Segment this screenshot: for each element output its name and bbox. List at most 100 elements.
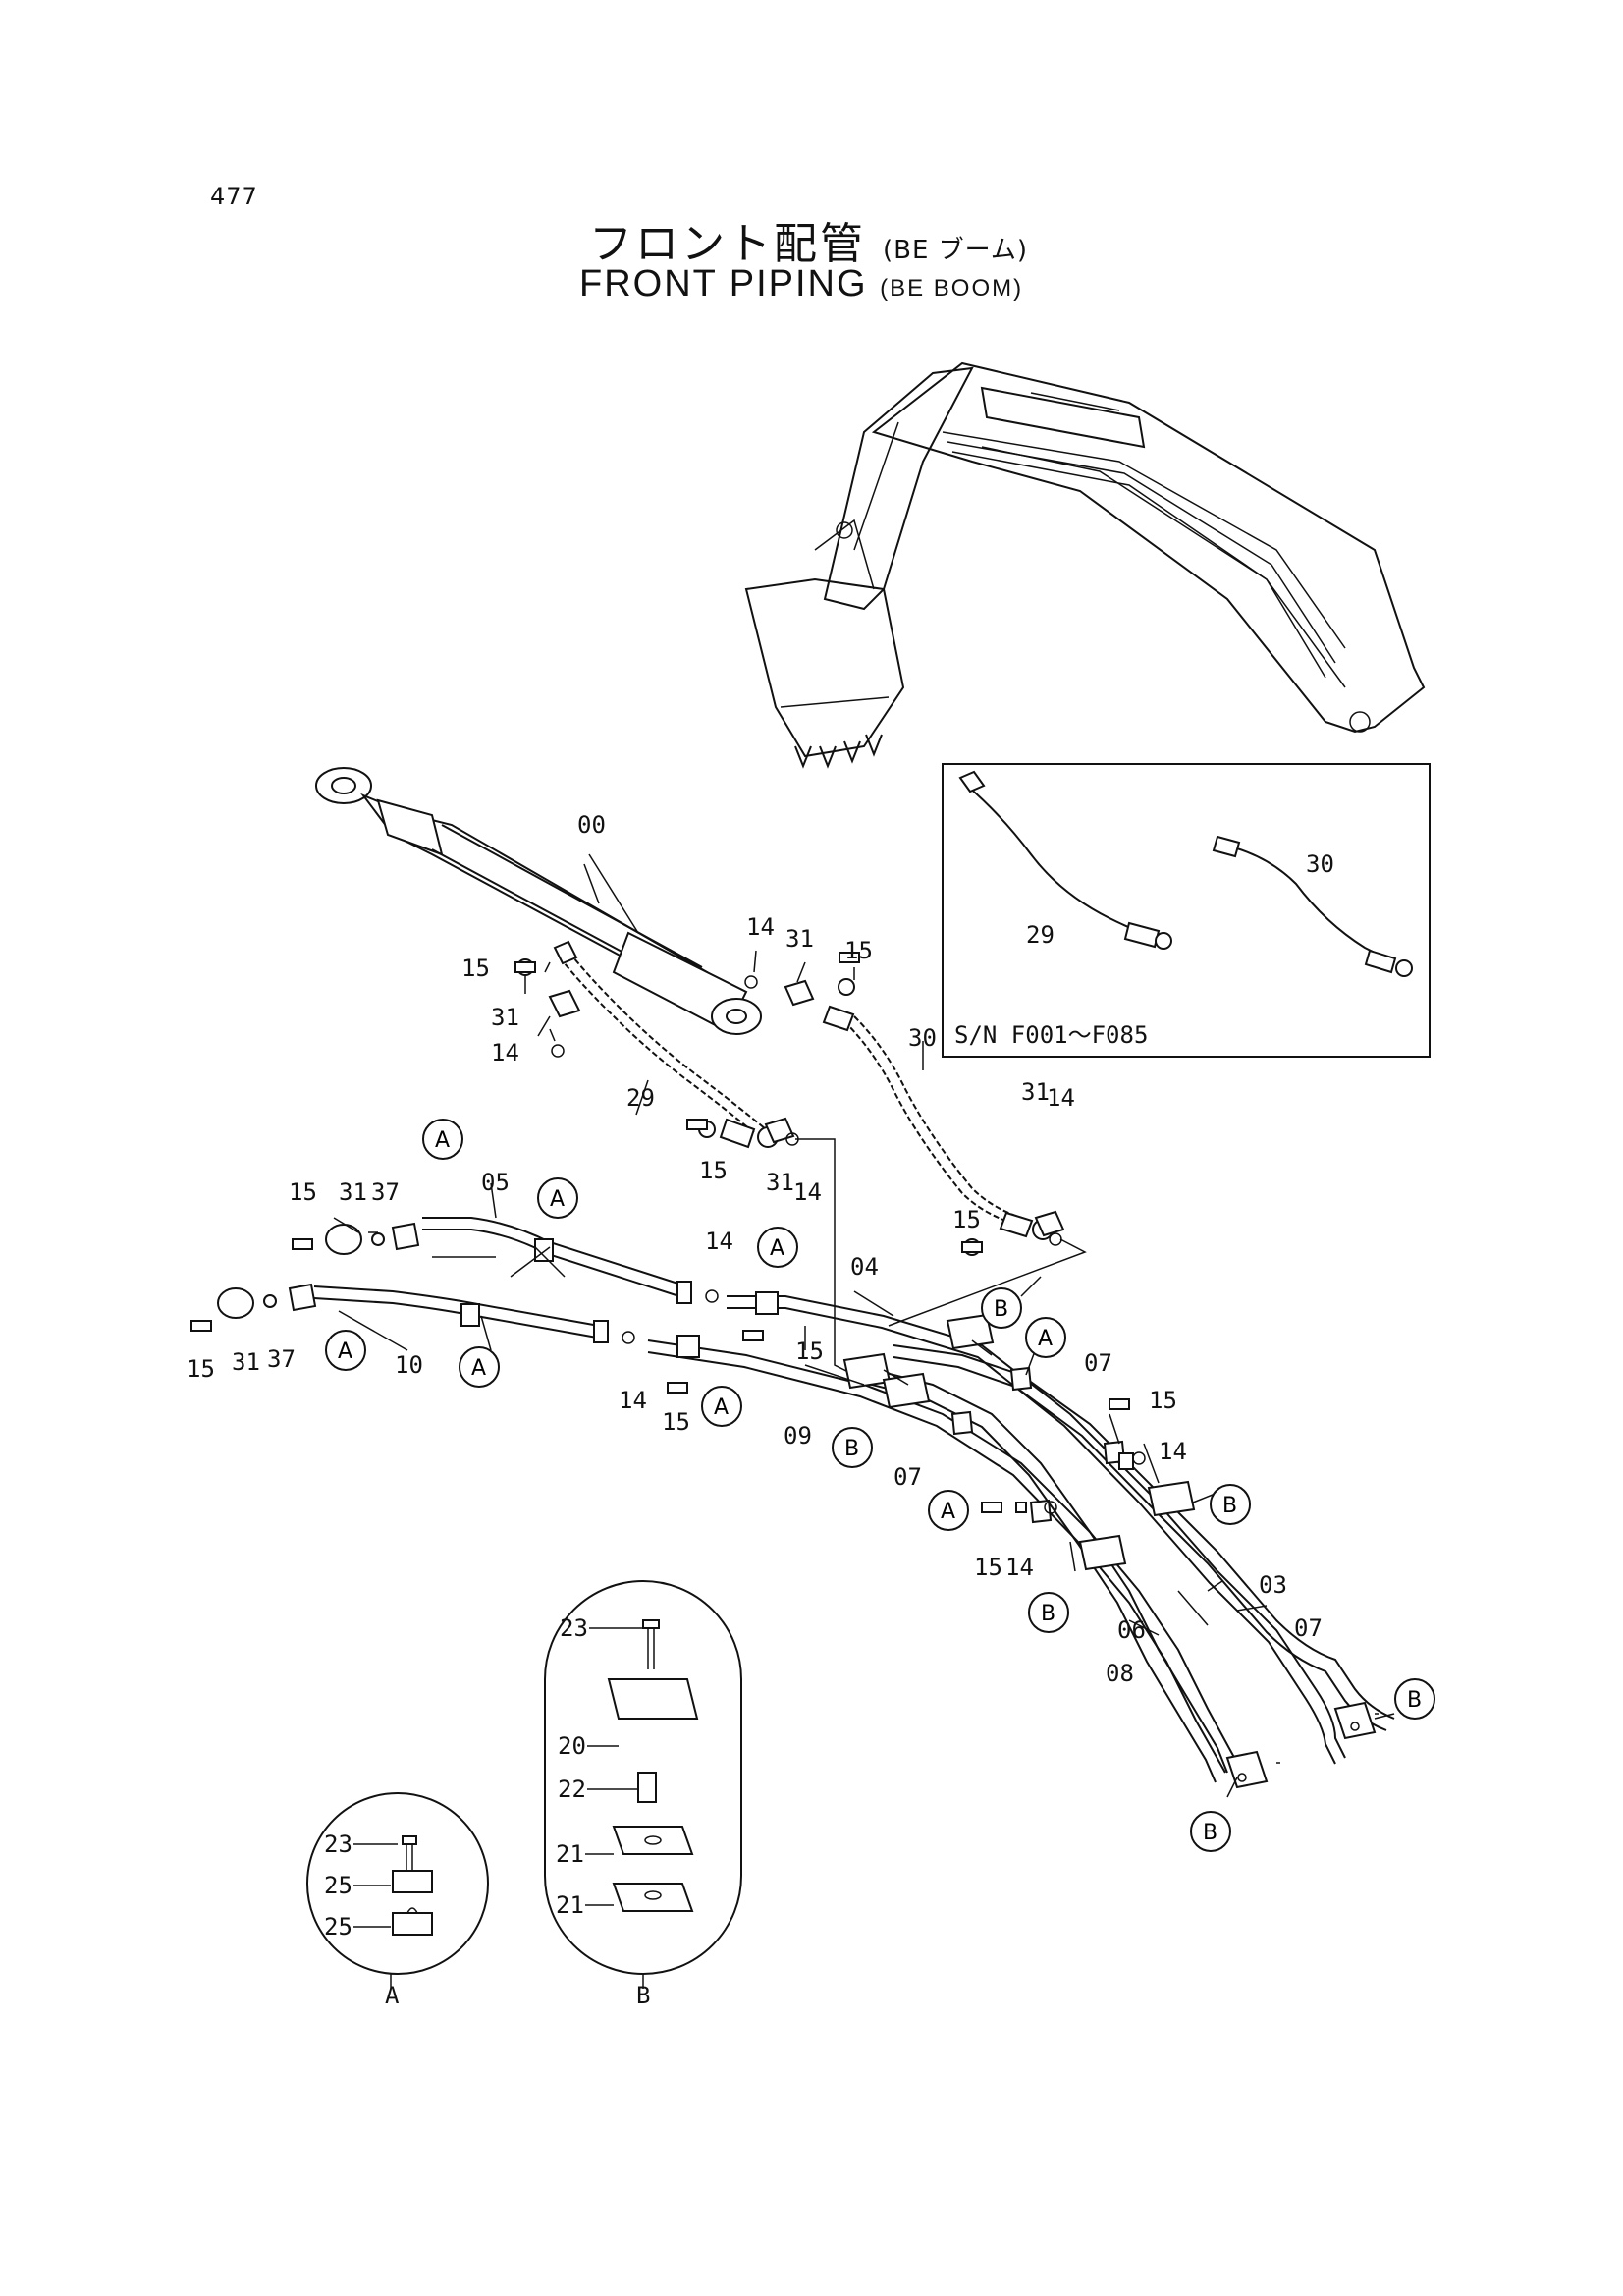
svg-text:A: A (338, 1339, 352, 1364)
callout-b: B (1190, 1811, 1231, 1852)
svg-text:A: A (435, 1128, 450, 1153)
label-15-d: 15 (952, 1206, 981, 1233)
hose-29 (553, 940, 779, 1149)
label-29: 29 (626, 1084, 655, 1112)
excavator-front-illustration (744, 361, 1426, 769)
title-english-main: FRONT PIPING (579, 263, 868, 304)
svg-text:B: B (1203, 1821, 1217, 1845)
callouts: A A A A A A A A B B B B B B (325, 1119, 1435, 1852)
label-15-i: 15 (1149, 1387, 1177, 1414)
page-number: 477 (210, 183, 258, 210)
label-30-inset: 30 (1306, 850, 1334, 878)
callout-a: A (459, 1346, 500, 1388)
label-14-a: 14 (746, 913, 775, 941)
label-07-a: 07 (1084, 1349, 1112, 1377)
svg-text:A: A (714, 1395, 729, 1420)
label-07-c: 07 (1294, 1614, 1323, 1642)
label-06: 06 (1117, 1616, 1146, 1644)
callout-b: B (1028, 1592, 1069, 1633)
label-14-d: 14 (1047, 1084, 1075, 1112)
callout-b: B (981, 1287, 1022, 1329)
svg-text:A: A (770, 1236, 784, 1261)
label-14-g: 14 (1159, 1438, 1187, 1465)
callout-b: B (1394, 1678, 1435, 1720)
title-japanese: フロント配管 (BE ブーム) (589, 208, 1028, 271)
leader-lines (333, 853, 1395, 1798)
pipe-assemblies (217, 1217, 1395, 1789)
title-english-sub: (BE BOOM) (880, 275, 1024, 301)
label-15-a: 15 (844, 937, 873, 964)
label-15-f: 15 (795, 1338, 824, 1365)
label-08: 08 (1106, 1660, 1134, 1687)
title-japanese-main: フロント配管 (589, 219, 866, 269)
label-10: 10 (395, 1351, 423, 1379)
svg-text:A: A (550, 1187, 565, 1212)
label-a-25-lower: 25 (324, 1913, 352, 1941)
detail-b-label: B (636, 1982, 650, 2009)
label-14-c: 14 (793, 1178, 822, 1206)
title-english: FRONT PIPING (BE BOOM) (579, 263, 1023, 305)
callout-a: A (701, 1386, 742, 1427)
label-29-inset: 29 (1026, 921, 1055, 949)
label-14-b: 14 (491, 1039, 519, 1066)
label-04: 04 (850, 1253, 879, 1281)
label-31-b: 31 (491, 1004, 519, 1031)
callout-a: A (422, 1119, 463, 1160)
label-31-c: 31 (766, 1169, 794, 1196)
inset-box: 29 30 S/N F001〜F085 (942, 763, 1431, 1058)
label-31-a: 31 (785, 925, 814, 953)
svg-text:B: B (1041, 1602, 1055, 1626)
label-00: 00 (577, 811, 606, 839)
label-31-d: 31 (1021, 1078, 1050, 1106)
label-31-e: 31 (339, 1178, 367, 1206)
label-b-20: 20 (558, 1732, 586, 1760)
detail-a: 23 25 25 A (306, 1792, 489, 2009)
hose-30 (822, 1005, 1054, 1240)
label-14-e: 14 (705, 1228, 733, 1255)
label-37-a: 37 (371, 1178, 400, 1206)
label-03: 03 (1259, 1571, 1287, 1599)
label-15-b: 15 (461, 955, 490, 982)
callout-a: A (325, 1330, 366, 1371)
svg-text:A: A (941, 1500, 955, 1524)
svg-text:B: B (1222, 1494, 1237, 1518)
svg-text:B: B (1407, 1688, 1422, 1713)
label-05: 05 (481, 1169, 510, 1196)
bolts (190, 952, 1130, 1513)
label-15-e: 15 (289, 1178, 317, 1206)
svg-text:B: B (994, 1297, 1008, 1322)
label-37-b: 37 (267, 1345, 296, 1373)
label-07-b: 07 (893, 1463, 922, 1491)
callout-a: A (1025, 1317, 1066, 1358)
label-b-21-lower: 21 (556, 1891, 584, 1919)
label-15-h: 15 (662, 1408, 690, 1436)
inset-serial-range: S/N F001〜F085 (954, 1021, 1148, 1049)
svg-text:B: B (844, 1437, 859, 1461)
label-15-c: 15 (699, 1157, 728, 1184)
label-14-h: 14 (1005, 1554, 1034, 1581)
callout-a: A (537, 1177, 578, 1219)
boom-cylinder (315, 767, 762, 1035)
svg-text:A: A (471, 1356, 486, 1381)
label-a-23: 23 (324, 1831, 352, 1858)
label-15-j: 15 (974, 1554, 1002, 1581)
detail-a-label: A (385, 1982, 400, 2009)
detail-b: 23 20 22 21 21 B (544, 1580, 742, 2009)
label-b-21-upper: 21 (556, 1840, 584, 1868)
callout-b: B (1210, 1484, 1251, 1525)
label-a-25-upper: 25 (324, 1872, 352, 1899)
label-30: 30 (908, 1024, 937, 1052)
label-31-f: 31 (232, 1348, 260, 1376)
callout-b: B (832, 1427, 873, 1468)
part-labels: 00 14 31 15 15 31 14 29 30 15 31 14 31 1… (187, 811, 1323, 1687)
label-14-f: 14 (619, 1387, 647, 1414)
callout-a: A (928, 1490, 969, 1531)
label-b-23: 23 (560, 1614, 588, 1642)
label-b-22: 22 (558, 1776, 586, 1803)
svg-text:A: A (1038, 1327, 1053, 1351)
title-japanese-sub: (BE ブーム) (883, 236, 1029, 265)
label-09: 09 (784, 1422, 812, 1449)
label-15-g: 15 (187, 1355, 215, 1383)
callout-a: A (757, 1227, 798, 1268)
